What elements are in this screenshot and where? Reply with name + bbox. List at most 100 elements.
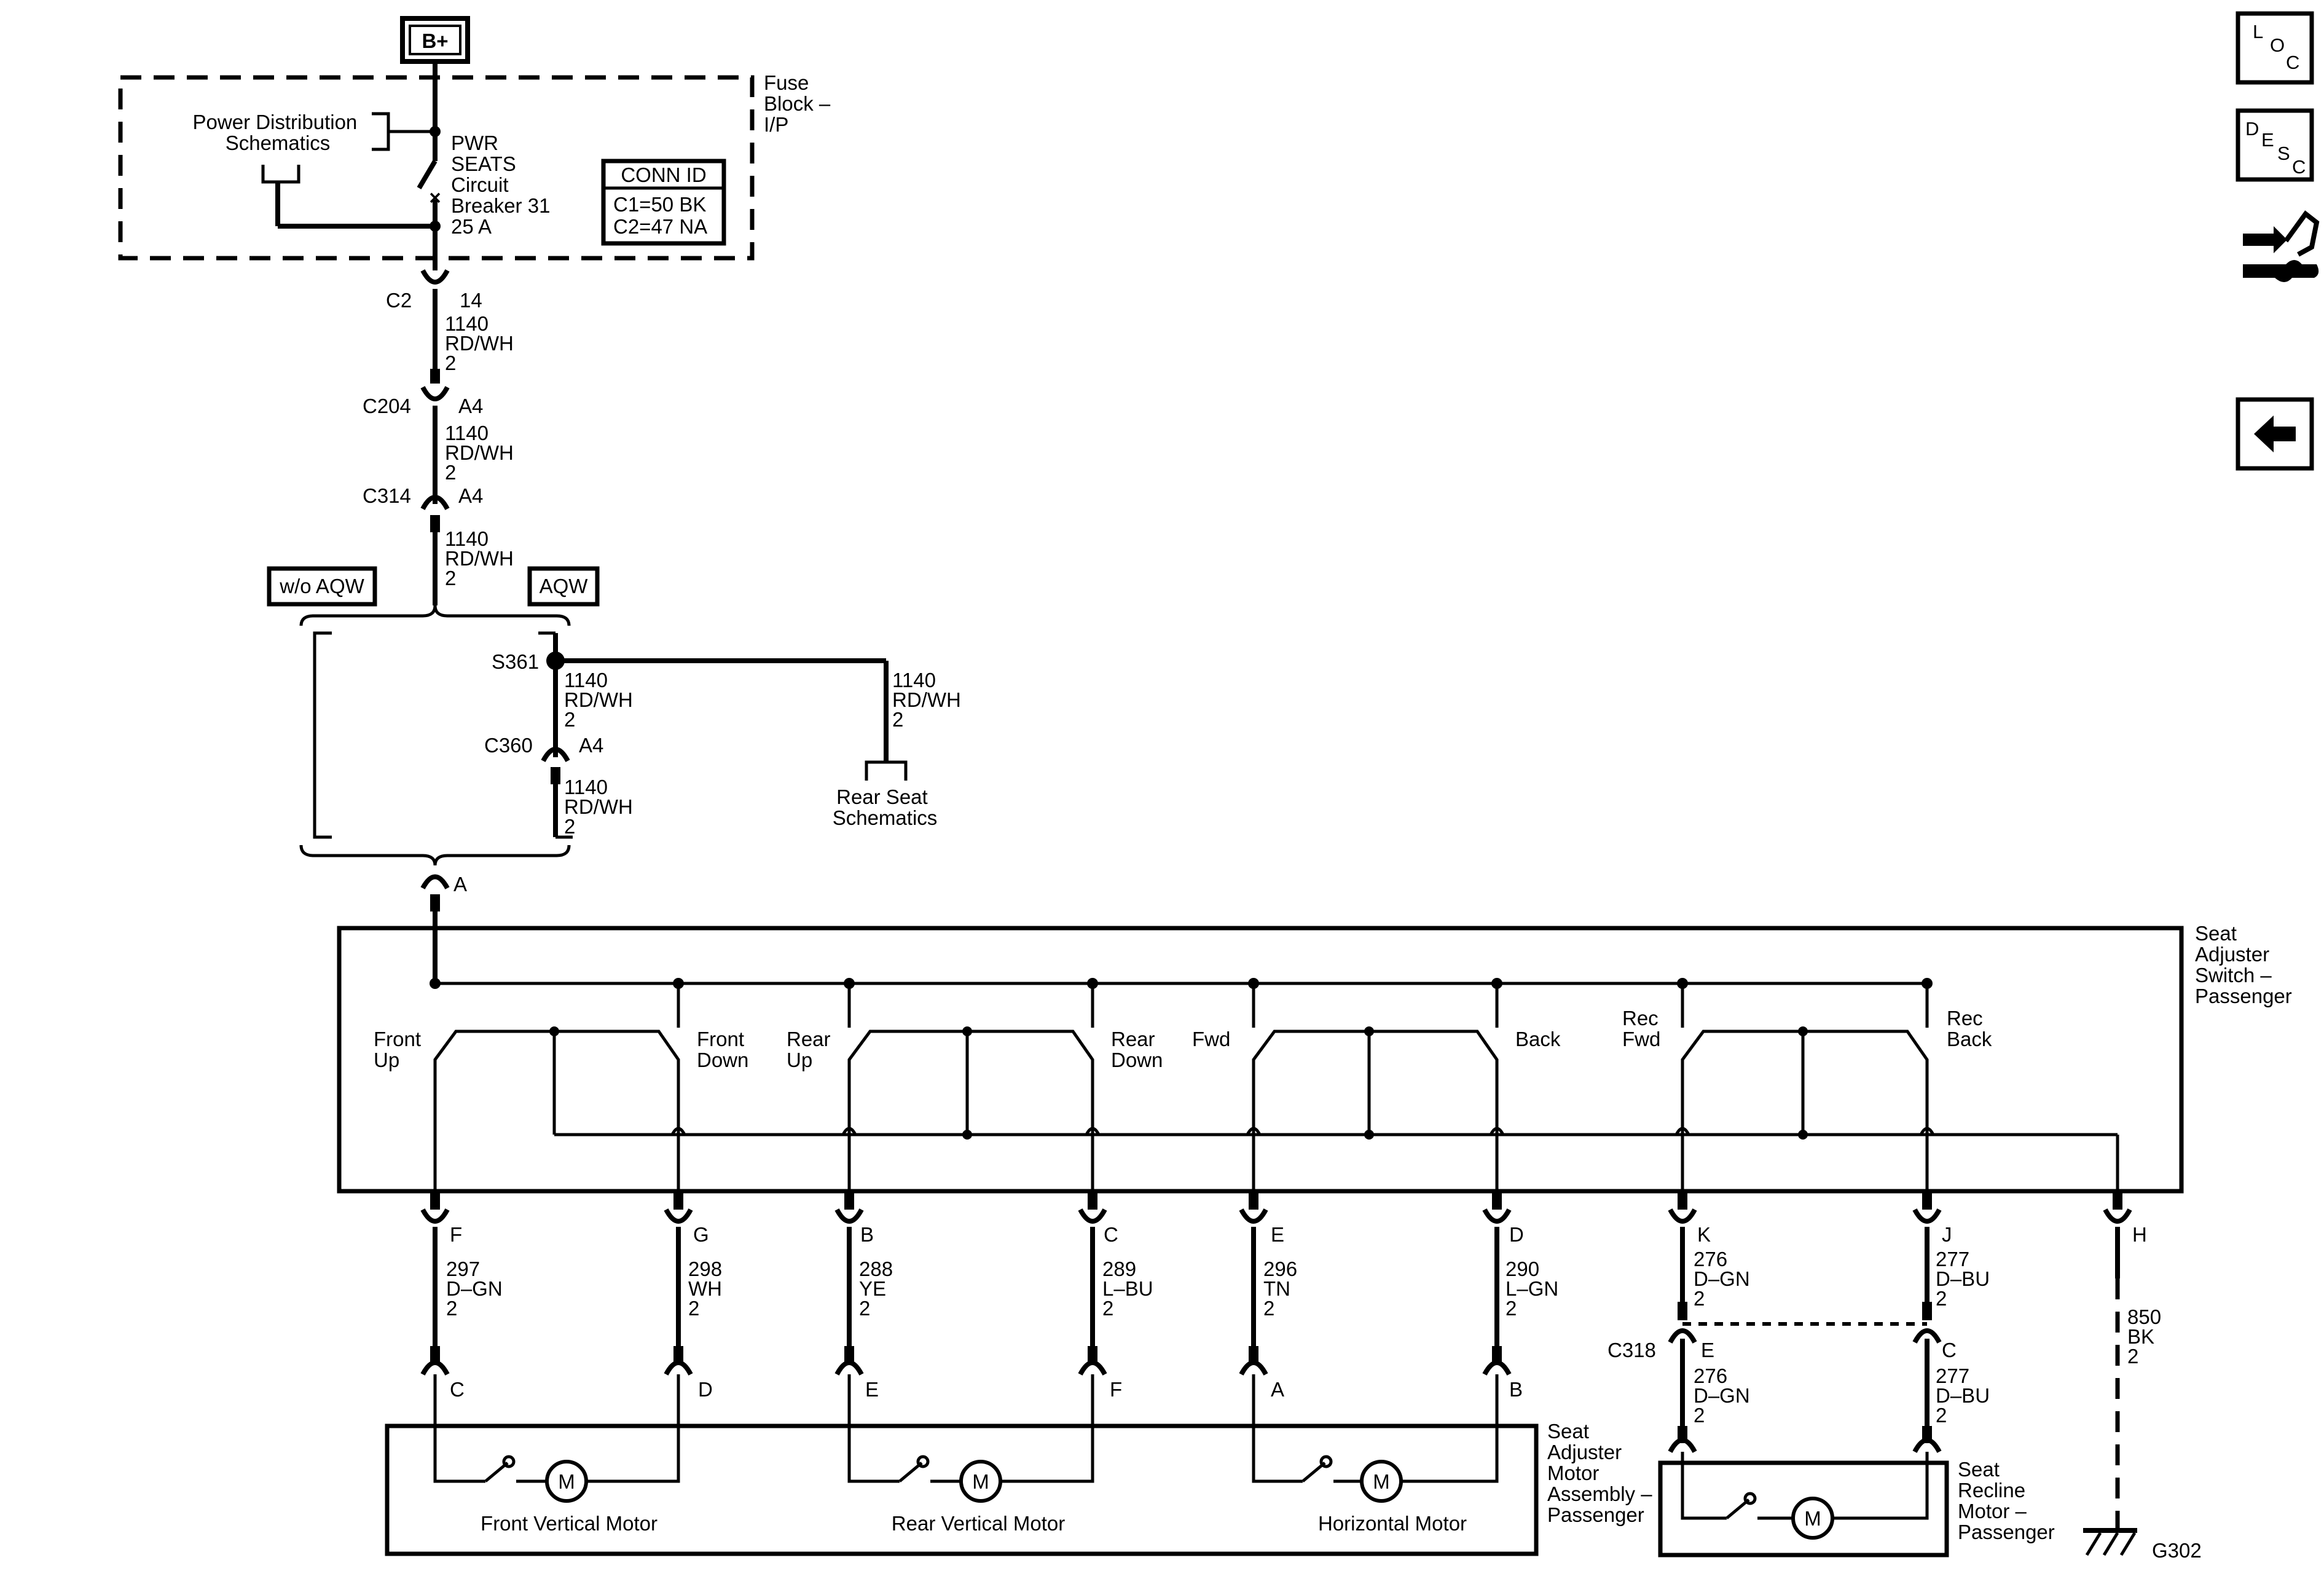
feed-harness: C2 14 1140 RD/WH 2 C204 A4 1140 RD/WH 2 … xyxy=(363,269,519,605)
svg-text:CONN ID: CONN ID xyxy=(621,163,706,186)
breaker-label: PWR SEATS Circuit Breaker 31 25 A xyxy=(451,132,556,238)
fuse-block: Fuse Block – I/P Power Distribution Sche… xyxy=(118,71,836,270)
svg-text:M: M xyxy=(1373,1470,1390,1493)
label-rear-up: Rear Up xyxy=(787,1028,836,1071)
front-vertical-motor-label: Front Vertical Motor xyxy=(481,1512,658,1535)
svg-text:M: M xyxy=(972,1470,989,1493)
recline-motor-title: Seat Recline Motor – Passenger xyxy=(1958,1458,2055,1543)
svg-text:C: C xyxy=(1942,1339,1957,1361)
svg-text:×: × xyxy=(429,186,441,209)
svg-text:14: 14 xyxy=(460,289,482,312)
svg-text:D: D xyxy=(698,1378,713,1401)
switch-title: Seat Adjuster Switch – Passenger xyxy=(2195,922,2292,1007)
svg-text:A4: A4 xyxy=(458,395,483,417)
horizontal-motor: M Horizontal Motor xyxy=(1252,1374,1499,1535)
c360-label: C360 xyxy=(484,734,533,757)
label-back: Back xyxy=(1515,1028,1561,1050)
option-tag-aqw: AQW xyxy=(527,566,600,607)
svg-text:D: D xyxy=(1509,1223,1524,1246)
svg-text:w/o AQW: w/o AQW xyxy=(279,575,364,597)
option-tag-without-aqw: w/o AQW xyxy=(267,566,377,607)
svg-text:C: C xyxy=(450,1378,465,1401)
conn-id-box: CONN ID C1=50 BK C2=47 NA xyxy=(601,159,726,246)
switch-front-vertical xyxy=(433,1026,680,1191)
wire-850: 850 BK 2 xyxy=(2127,1305,2167,1368)
svg-text:A: A xyxy=(453,873,467,896)
back-arrow-button[interactable] xyxy=(2236,397,2314,471)
svg-text:A4: A4 xyxy=(458,484,483,507)
wire-1140-c360: 1140 RD/WH 2 xyxy=(564,776,638,838)
option-brace-bottom: A xyxy=(299,845,571,928)
label-rec-fwd: Rec Fwd xyxy=(1622,1007,1664,1050)
without-aqw-path xyxy=(313,631,332,839)
rear-vertical-motor: M Rear Vertical Motor xyxy=(847,1374,1094,1535)
desc-button[interactable]: D E S C xyxy=(2236,108,2314,182)
label-front-up: Front Up xyxy=(374,1028,426,1071)
fuse-block-label: Fuse Block – I/P xyxy=(764,71,836,136)
aqw-path: S361 1140 RD/WH 2 C360 A4 1140 RD/WH 2 1… xyxy=(484,631,967,839)
svg-text:E: E xyxy=(865,1378,879,1401)
wire-1140-a: 1140 RD/WH 2 xyxy=(445,312,519,374)
rear-seat-schematics-label: Rear Seat Schematics xyxy=(833,786,938,829)
svg-text:A: A xyxy=(1271,1378,1284,1401)
svg-text:M: M xyxy=(1804,1507,1821,1530)
power-distribution-label: Power Distribution Schematics xyxy=(193,111,363,154)
svg-text:C: C xyxy=(2286,52,2299,73)
c204-label: C204 xyxy=(363,395,411,417)
ground-circuit: H 850 BK 2 G302 xyxy=(2083,1191,2202,1562)
svg-text:B: B xyxy=(1509,1378,1523,1401)
svg-text:F: F xyxy=(450,1223,462,1246)
ground-label: G302 xyxy=(2152,1539,2202,1562)
wire-1140-c: 1140 RD/WH 2 xyxy=(445,527,519,589)
switch-horizontal xyxy=(1252,1026,1499,1191)
svg-text:J: J xyxy=(1942,1223,1952,1246)
wire-1140-rear: 1140 RD/WH 2 xyxy=(892,669,967,731)
svg-text:C: C xyxy=(1104,1223,1118,1246)
svg-text:S: S xyxy=(2277,143,2290,164)
wire-1140-b: 1140 RD/WH 2 xyxy=(445,422,519,484)
svg-text:A4: A4 xyxy=(579,734,603,757)
svg-text:G: G xyxy=(693,1223,709,1246)
svg-text:F: F xyxy=(1110,1378,1122,1401)
seat-adjuster-switch: Seat Adjuster Switch – Passenger xyxy=(337,922,2292,1194)
svg-text:H: H xyxy=(2132,1223,2147,1246)
svg-text:C: C xyxy=(2292,156,2306,178)
battery-feed: B+ xyxy=(400,16,470,134)
battery-tag: B+ xyxy=(422,30,448,52)
svg-text:S361: S361 xyxy=(492,650,539,673)
svg-text:E: E xyxy=(1271,1223,1284,1246)
c314-label: C314 xyxy=(363,484,411,507)
wire-1140-s361: 1140 RD/WH 2 xyxy=(564,669,638,731)
front-vertical-motor: M Front Vertical Motor xyxy=(433,1374,680,1535)
rear-vertical-motor-label: Rear Vertical Motor xyxy=(892,1512,1065,1535)
svg-text:E: E xyxy=(1701,1339,1714,1361)
svg-text:AQW: AQW xyxy=(540,575,589,597)
motor-assembly-title: Seat Adjuster Motor Assembly – Passenger xyxy=(1547,1420,1658,1526)
svg-text:M: M xyxy=(558,1470,575,1493)
c2-label: C2 xyxy=(386,289,412,312)
svg-text:O: O xyxy=(2270,34,2285,56)
label-rec-back: Rec Back xyxy=(1947,1007,1992,1050)
switch-recline xyxy=(1681,1026,1929,1191)
svg-text:D: D xyxy=(2245,118,2259,140)
svg-text:C2=47 NA: C2=47 NA xyxy=(613,215,707,238)
svg-text:K: K xyxy=(1697,1223,1711,1246)
svg-text:E: E xyxy=(2261,129,2274,151)
svg-text:C1=50 BK: C1=50 BK xyxy=(613,193,706,216)
loc-button[interactable]: L O C xyxy=(2236,11,2314,85)
label-front-down: Front Down xyxy=(697,1028,750,1071)
svg-text:B: B xyxy=(860,1223,874,1246)
switch-rear-vertical xyxy=(847,1026,1094,1191)
back-arrow-icon xyxy=(2254,415,2296,452)
repair-tools-icon[interactable] xyxy=(2243,210,2320,282)
